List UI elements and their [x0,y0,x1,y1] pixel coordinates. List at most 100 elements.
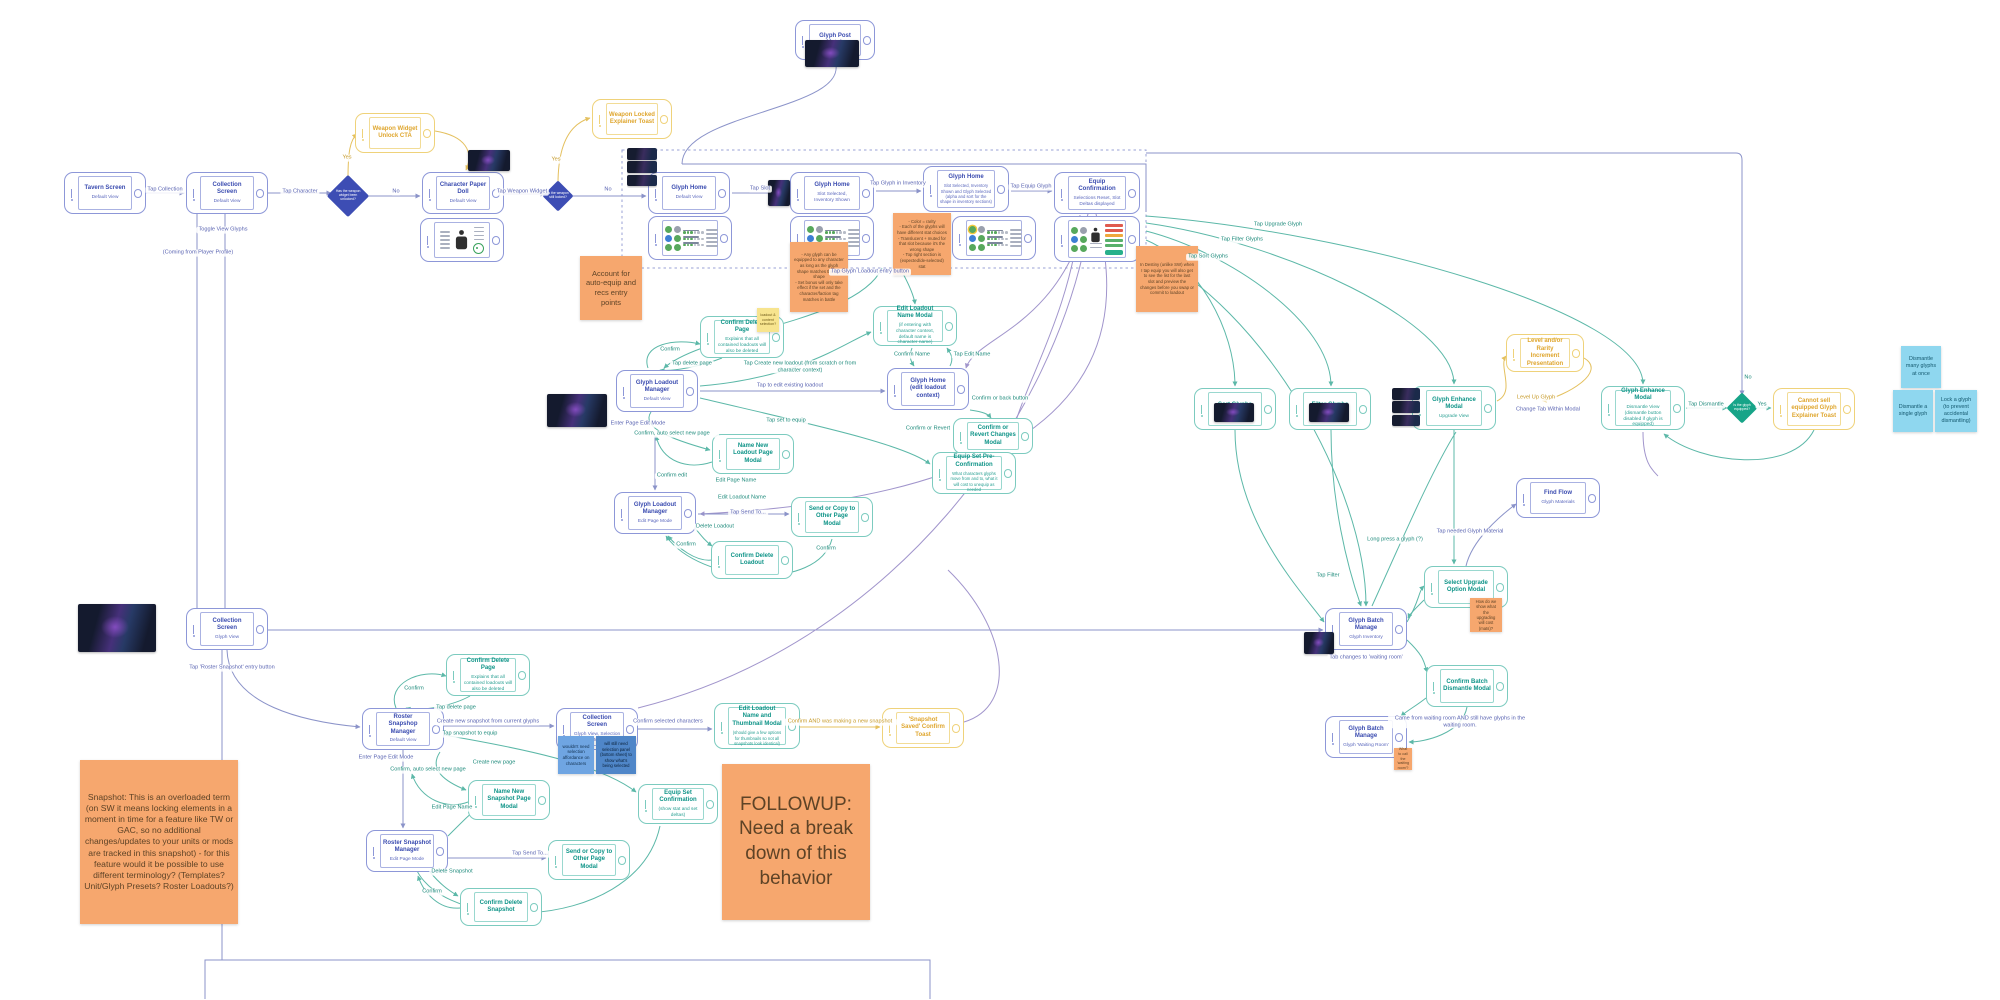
edge-label[interactable]: Confirm [420,888,444,896]
home-button-icon[interactable] [717,189,726,198]
confirm-delete-snapshot[interactable]: Confirm Delete Snapshot [460,888,542,926]
sticky-dismantle-many[interactable]: Dismantle many glyphs at once [1901,346,1941,388]
home-button-icon[interactable] [255,625,264,634]
send-copy-other-page-modal-top[interactable]: Send or Copy to Other Page Modal [791,497,873,537]
edge-label[interactable]: Confirm, auto select new page [625,430,719,438]
home-button-icon[interactable] [861,189,870,198]
edge-label[interactable]: No [390,188,402,196]
edge-label[interactable]: Came from waiting room AND still have gl… [1388,715,1532,729]
edge-label[interactable]: Yes [340,154,354,162]
home-button-icon[interactable] [1023,234,1032,243]
home-button-icon[interactable] [529,903,538,912]
edge-label[interactable]: Tap Character [280,188,320,196]
edge-label[interactable]: Tap Filter [1314,572,1342,580]
sticky-loadout-content[interactable]: loadout & content selection? [757,308,779,332]
home-button-icon[interactable] [1127,235,1136,244]
edge-label[interactable]: Enter Page Edit Mode [356,754,416,762]
glyph-home-wireframe-3[interactable] [952,216,1036,260]
home-button-icon[interactable] [705,800,714,809]
edge-label[interactable]: Tap Filter Glyphs [1219,236,1265,244]
screenshot-thumb-paperdoll[interactable] [468,150,510,171]
home-button-icon[interactable] [1672,404,1681,413]
edge-label[interactable]: Long press a glyph (?) [1365,536,1425,544]
home-button-icon[interactable] [1127,189,1136,198]
edge-label[interactable]: Confirm AND was making a new snapshot [783,718,897,726]
confirm-batch-dismantle-modal[interactable]: Confirm Batch Dismantle Modal [1426,665,1508,707]
home-button-icon[interactable] [862,36,871,45]
home-button-icon[interactable] [435,847,444,856]
edge-label[interactable]: Tap Sort Glyphs [1186,253,1230,261]
cannot-sell-equipped-toast[interactable]: Cannot sell equipped Glyph Explainer Toa… [1773,388,1855,430]
home-button-icon[interactable] [659,115,668,124]
edge-label[interactable]: Tap 'Roster Snapshot' entry button [187,664,277,672]
edge-label[interactable]: Tap Collection [145,186,185,194]
confirm-button[interactable] [1104,249,1123,255]
diamond-weapon-locked[interactable]: Is the weapon still locked? [542,180,574,212]
edge-label[interactable]: Level Up Glyph [1514,394,1558,402]
home-button-icon[interactable] [431,725,440,734]
equip-confirm-wireframe[interactable] [1054,216,1140,262]
edge-label[interactable]: Confirm [402,685,426,693]
home-button-icon[interactable] [1495,682,1504,691]
home-button-icon[interactable] [1483,404,1492,413]
home-button-icon[interactable] [1587,494,1596,503]
edge-label[interactable]: Delete Loadout [694,523,736,531]
home-button-icon[interactable] [1263,405,1272,414]
snapshot-saved-confirm-toast[interactable]: 'Snapshot Saved' Confirm Toast [882,708,964,748]
screenshot-thumb-stack-enhance[interactable] [1392,388,1420,428]
send-copy-other-page-modal-bottom[interactable]: Send or Copy to Other Page Modal [548,840,630,880]
sticky-snapshot-term[interactable]: Snapshot: This is an overloaded term (on… [80,760,238,924]
edge-label[interactable]: Confirm or Revert [903,425,953,433]
edge-label[interactable]: Tap Upgrade Glyph [1251,221,1305,229]
select-upgrade-option-modal[interactable]: Select Upgrade Option Modal [1424,566,1508,608]
edge-label[interactable]: Tap snapshot to equip [440,730,500,738]
home-button-icon[interactable] [1394,625,1403,634]
home-button-icon[interactable] [617,856,626,865]
glyph-home-edit-loadout[interactable]: Glyph Home (edit loadout context) [887,368,969,410]
edge-label[interactable]: Tap Slot [747,185,773,193]
edge-label[interactable]: Change Tab Within Modal [1514,406,1582,414]
diamond-glyph-equipped[interactable]: Is the glyph equipped? [1726,392,1758,424]
edge-label[interactable]: Tap Glyph Loadout entry button [828,268,912,276]
sticky-auto-equip[interactable]: Account for auto-equip and recs entry po… [580,256,642,320]
edge-label[interactable]: Confirm or back button [969,395,1031,403]
edge-label[interactable]: Delete Snapshot [429,868,475,876]
edge-label[interactable]: Yes [549,156,563,164]
edge-label[interactable]: Tap set to equip [764,417,808,425]
glyph-home-wireframe-1[interactable] [648,216,732,260]
home-button-icon[interactable] [685,387,694,396]
home-button-icon[interactable] [683,509,692,518]
edge-label[interactable]: No [1742,374,1754,382]
edit-loadout-name-modal[interactable]: Edit Loadout Name Modal(if entering with… [873,306,957,346]
sticky-waiting-room[interactable]: What to call the 'waiting room'? [1394,747,1412,770]
home-button-icon[interactable] [944,322,953,331]
edge-label[interactable]: Tap Send To... [510,850,550,858]
edge-label[interactable]: Enter Page Edit Mode [608,420,668,428]
screenshot-thumb-batch[interactable] [1304,632,1334,654]
sticky-no-selection-affordance[interactable]: wouldn't need selection affordance on ch… [558,736,594,774]
screenshot-thumb-filtermodal[interactable] [1309,403,1349,422]
edge-label[interactable]: Tap Dismantle [1686,401,1726,409]
home-button-icon[interactable] [1842,405,1851,414]
weapon-widget-unlock-cta[interactable]: Weapon Widget Unlock CTA [355,113,435,153]
home-button-icon[interactable] [255,189,264,198]
home-button-icon[interactable] [1003,469,1012,478]
weapon-locked-explainer-toast[interactable]: Weapon Locked Explainer Toast [592,99,672,139]
home-button-icon[interactable] [1020,432,1029,441]
edge-label[interactable]: Tap Glyph in Inventory [868,180,928,188]
sticky-any-glyph[interactable]: - Any glyph can be equipped to any chara… [790,242,848,312]
sticky-lock-glyph[interactable]: Lock a glyph (to prevent accidental dism… [1935,390,1977,432]
edge-label[interactable]: Tap Weapon Widget [494,188,550,196]
edge-label[interactable]: Confirm edit [654,472,690,480]
home-button-icon[interactable] [422,129,431,138]
edge-label[interactable]: Confirm [658,346,682,354]
